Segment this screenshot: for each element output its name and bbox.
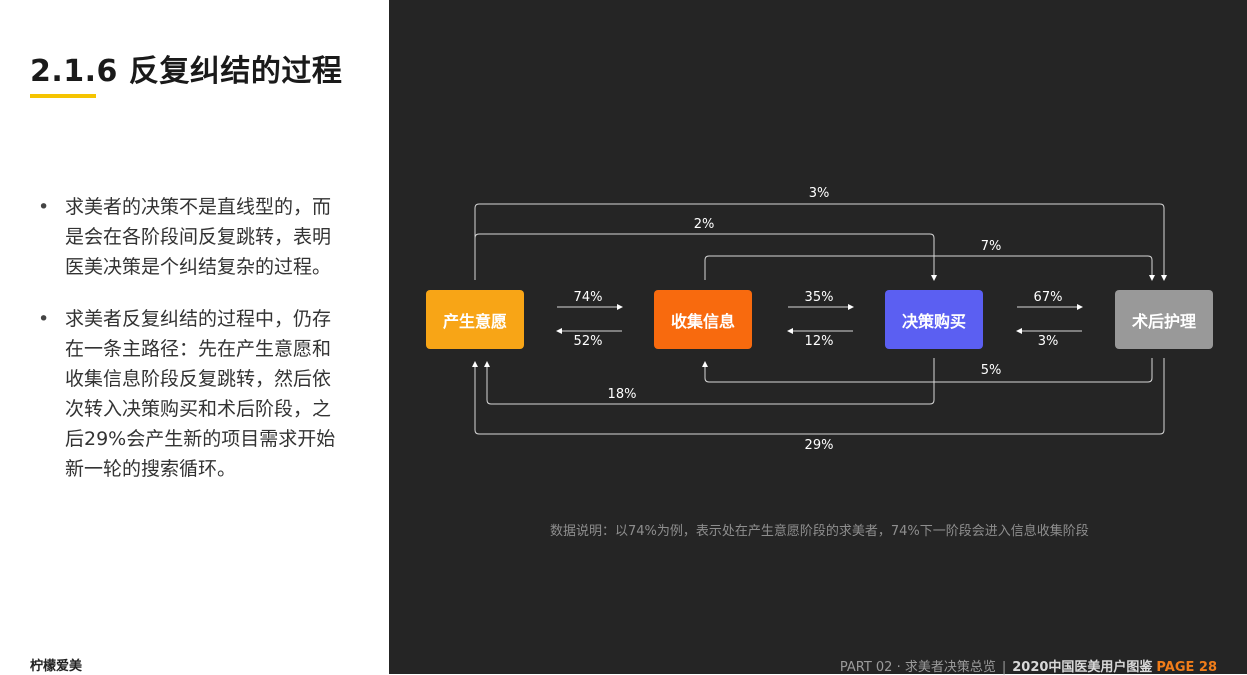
- data-note: 数据说明：以74%为例，表示处在产生意愿阶段的求美者，74%下一阶段会进入信息收…: [550, 524, 1089, 539]
- node-decision: 决策购买: [885, 290, 983, 349]
- edge-r41: [472, 358, 1165, 435]
- diagram-panel: [389, 0, 1247, 674]
- bullet-list: • 求美者的决策不是直线型的，而是会在各阶段间反复跳转，表明医美决策是个纠结复杂…: [38, 192, 358, 506]
- label-f34: 67%: [1033, 290, 1063, 305]
- label-r42: 5%: [980, 363, 1002, 378]
- node-aftercare: 术后护理: [1115, 290, 1213, 349]
- label-b21: 52%: [573, 334, 603, 349]
- node-info: 收集信息: [654, 290, 752, 349]
- footer-report-title: 2020中国医美用户图鉴: [1012, 660, 1153, 675]
- brand-logo-text: 柠檬爱美: [30, 659, 83, 674]
- edge-r42: [702, 358, 1153, 383]
- label-f12: 74%: [573, 290, 603, 305]
- bullet-item: • 求美者的决策不是直线型的，而是会在各阶段间反复跳转，表明医美决策是个纠结复杂…: [38, 192, 358, 282]
- footer-part: PART 02 · 求美者决策总览: [839, 660, 996, 675]
- label-b32: 12%: [804, 334, 834, 349]
- label-s13: 2%: [693, 217, 715, 232]
- bullet-item: • 求美者反复纠结的过程中，仍存在一条主路径：先在产生意愿和收集信息阶段反复跳转…: [38, 304, 358, 484]
- page-title: 2.1.6 反复纠结的过程: [30, 54, 343, 89]
- bullet-text: 求美者反复纠结的过程中，仍存在一条主路径：先在产生意愿和收集信息阶段反复跳转，然…: [65, 308, 336, 480]
- edge-s24: [704, 255, 1155, 281]
- node-intent: 产生意愿: [426, 290, 524, 349]
- label-b43: 3%: [1037, 334, 1059, 349]
- edge-s13: [474, 233, 937, 281]
- bullet-text: 求美者的决策不是直线型的，而是会在各阶段间反复跳转，表明医美决策是个纠结复杂的过…: [65, 196, 332, 278]
- label-r31: 18%: [607, 387, 637, 402]
- title-underline: [30, 94, 96, 98]
- edge-r31: [484, 358, 935, 405]
- label-s24: 7%: [980, 239, 1002, 254]
- label-s14: 3%: [808, 186, 830, 201]
- footer-separator: |: [1001, 660, 1007, 675]
- bullet-dot: •: [38, 196, 50, 218]
- bullet-dot: •: [38, 308, 50, 330]
- left-panel: 2.1.6 反复纠结的过程 • 求美者的决策不是直线型的，而是会在各阶段间反复跳…: [0, 0, 389, 674]
- label-r41: 29%: [804, 438, 834, 453]
- edge-s14: [474, 203, 1167, 281]
- footer-page-number: PAGE 28: [1156, 660, 1217, 675]
- label-f23: 35%: [804, 290, 834, 305]
